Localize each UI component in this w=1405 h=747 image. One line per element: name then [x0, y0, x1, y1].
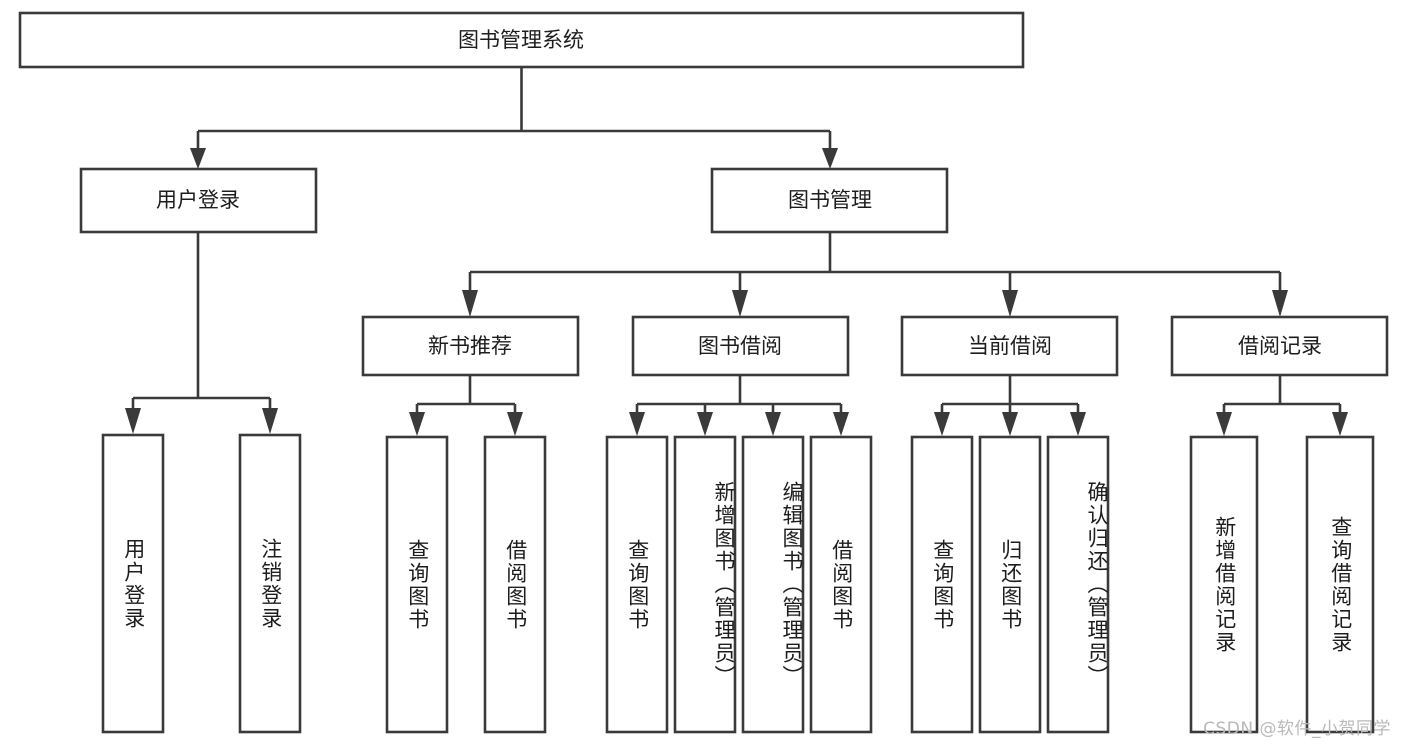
node-leaf-return-book[interactable] [978, 435, 1042, 734]
connectors-user-login-to-leaves [125, 232, 278, 434]
arrow-head-user-login [190, 148, 206, 169]
label-leaf-logout-login: 注销登录 [258, 537, 283, 630]
connectors-borrow-record-to-leaves [1216, 375, 1348, 436]
arrow-head-leaf-add-book [697, 412, 713, 436]
node-new-book-recommend[interactable] [361, 315, 580, 377]
arrow-head-new-book-recommend [462, 290, 478, 317]
node-borrow-record[interactable] [1170, 315, 1389, 377]
label-leaf-return-book: 归还图书 [998, 538, 1023, 631]
arrow-head-book-borrow [732, 290, 748, 317]
node-leaf-query-book-3[interactable] [910, 435, 974, 734]
label-borrow-record: 借阅记录 [1238, 334, 1322, 358]
label-book-borrow: 图书借阅 [698, 334, 782, 358]
connectors-new-book-recommend-to-leaves [409, 375, 523, 436]
node-leaf-add-book[interactable] [673, 435, 737, 734]
label-leaf-query-book-3: 查询图书 [930, 538, 955, 631]
node-leaf-borrow-book-2[interactable] [809, 435, 873, 734]
arrow-head-leaf-confirm-return [1070, 412, 1086, 436]
arrow-head-leaf-borrow-book-2 [833, 412, 849, 436]
node-root[interactable] [18, 11, 1025, 69]
node-leaf-confirm-return[interactable] [1046, 435, 1110, 734]
label-leaf-add-record: 新增借阅记录 [1212, 515, 1237, 654]
arrow-head-leaf-logout-login [262, 408, 278, 434]
arrow-head-leaf-query-book-1 [409, 412, 425, 436]
label-leaf-query-record: 查询借阅记录 [1328, 515, 1353, 654]
arrow-head-leaf-query-record [1332, 412, 1348, 436]
node-leaf-query-record[interactable] [1305, 435, 1375, 734]
label-leaf-edit-book: 编辑图书（管理员） [780, 481, 804, 688]
node-user-login[interactable] [79, 167, 318, 234]
arrow-head-leaf-add-record [1216, 412, 1232, 436]
node-book-manage[interactable] [710, 167, 949, 234]
label-user-login: 用户登录 [156, 188, 240, 212]
arrow-head-leaf-query-book-3 [934, 412, 950, 436]
connectors-current-borrow-to-leaves [934, 375, 1086, 436]
node-leaf-logout-login[interactable] [238, 433, 302, 734]
node-current-borrow[interactable] [900, 315, 1119, 377]
label-new-book-recommend: 新书推荐 [428, 334, 512, 358]
node-leaf-add-record[interactable] [1189, 435, 1259, 734]
arrow-head-borrow-record [1272, 290, 1288, 317]
arrow-head-leaf-edit-book [765, 412, 781, 436]
node-leaf-user-login[interactable] [101, 433, 165, 734]
arrow-head-leaf-return-book [1002, 412, 1018, 436]
node-leaf-query-book-1[interactable] [385, 435, 449, 734]
node-leaf-edit-book[interactable] [741, 435, 805, 734]
label-book-manage: 图书管理 [788, 188, 872, 212]
arrow-head-current-borrow [1002, 290, 1018, 317]
label-root: 图书管理系统 [458, 28, 584, 52]
arrow-head-book-manage [822, 148, 838, 169]
arrow-head-leaf-query-book-2 [629, 412, 645, 436]
label-current-borrow: 当前借阅 [968, 334, 1052, 358]
label-leaf-query-book-1: 查询图书 [405, 538, 430, 631]
label-leaf-confirm-return: 确认归还（管理员） [1085, 481, 1109, 688]
connectors-root-to-level2 [190, 67, 838, 169]
label-leaf-borrow-book-1: 借阅图书 [503, 538, 528, 631]
connectors-book-manage-to-level3 [462, 232, 1288, 317]
label-leaf-add-book: 新增图书（管理员） [712, 481, 736, 688]
node-book-borrow[interactable] [631, 315, 850, 377]
node-leaf-query-book-2[interactable] [605, 435, 669, 734]
label-leaf-query-book-2: 查询图书 [625, 538, 650, 631]
label-leaf-user-login: 用户登录 [121, 537, 146, 630]
watermark-text: CSDN @软件_小贺同学 [1203, 719, 1391, 739]
arrow-head-leaf-borrow-book-1 [507, 412, 523, 436]
connectors-book-borrow-to-leaves [629, 375, 849, 436]
label-leaf-borrow-book-2: 借阅图书 [829, 538, 854, 631]
arrow-head-leaf-user-login [125, 408, 141, 434]
node-leaf-borrow-book-1[interactable] [483, 435, 547, 734]
